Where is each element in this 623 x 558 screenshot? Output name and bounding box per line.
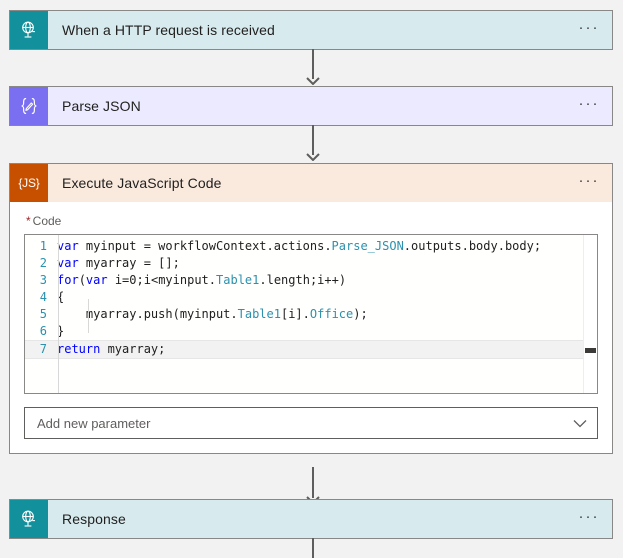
javascript-icon: {JS} (10, 164, 48, 202)
code-line: 6} (25, 323, 597, 340)
connector-arrow-4 (304, 538, 322, 558)
code-line: 1 var myinput = workflowContext.actions.P… (25, 238, 597, 255)
card-response[interactable]: Response ··· (9, 499, 613, 539)
card-header[interactable]: Parse JSON ··· (10, 87, 612, 125)
code-editor[interactable]: 1 var myinput = workflowContext.actions.P… (24, 234, 598, 394)
code-line-text: var myinput = workflowContext.actions.Pa… (57, 239, 542, 253)
card-http-trigger[interactable]: When a HTTP request is received ··· (9, 10, 613, 50)
code-line: 4{ (25, 289, 597, 306)
code-line-text: { (57, 290, 65, 304)
code-line-text: myarray.push(myinput.Table1[i].Office); (57, 307, 368, 321)
code-line-text: } (57, 324, 65, 338)
card-header[interactable]: {JS} Execute JavaScript Code ··· (10, 164, 612, 202)
code-line-number: 2 (39, 256, 47, 270)
card-title: Execute JavaScript Code (62, 175, 222, 191)
globe-response-icon (10, 500, 48, 538)
card-title: Parse JSON (62, 98, 141, 114)
code-line-number: 4 (39, 290, 47, 304)
card-execute-javascript-code[interactable]: {JS} Execute JavaScript Code ··· *Code 1… (9, 163, 613, 454)
add-new-parameter-label: Add new parameter (37, 415, 151, 431)
code-editor-scrollbar[interactable] (583, 235, 597, 393)
code-line: 2 var myarray = []; (25, 255, 597, 272)
code-line-text: var myarray = []; (57, 256, 180, 270)
indent-guide (88, 299, 89, 333)
data-operation-icon (10, 87, 48, 125)
add-new-parameter-dropdown[interactable]: Add new parameter (24, 407, 598, 439)
connector-arrow-2 (304, 125, 322, 162)
code-line-number: 1 (39, 239, 47, 253)
javascript-icon-label: {JS} (18, 176, 40, 190)
card-parse-json[interactable]: Parse JSON ··· (9, 86, 613, 126)
card-title: Response (62, 511, 126, 527)
card-title: When a HTTP request is received (62, 22, 275, 38)
chevron-down-icon (573, 419, 587, 427)
code-line-number: 3 (39, 273, 47, 287)
required-marker: * (26, 214, 31, 228)
code-label-text: Code (32, 214, 62, 228)
globe-request-icon (10, 11, 48, 49)
scrollbar-thumb[interactable] (585, 348, 596, 353)
card-menu-button[interactable]: ··· (578, 94, 600, 112)
code-line-number: 7 (39, 342, 47, 356)
connector-arrow-1 (304, 49, 322, 86)
code-field-label: *Code (26, 214, 598, 228)
card-header[interactable]: When a HTTP request is received ··· (10, 11, 612, 49)
code-line-text: return myarray; (57, 342, 166, 356)
code-line-number: 6 (39, 324, 47, 338)
code-line: 7 return myarray; (25, 340, 597, 359)
javascript-card-body: *Code 1 var myinput = workflowContext.act… (10, 202, 612, 453)
indent-guide (58, 235, 59, 393)
card-menu-button[interactable]: ··· (578, 171, 600, 189)
code-line-list: 1 var myinput = workflowContext.actions.P… (25, 235, 597, 359)
card-menu-button[interactable]: ··· (578, 18, 600, 36)
card-menu-button[interactable]: ··· (578, 507, 600, 525)
code-line-text: for(var i=0;i<myinput.Table1.length;i++) (57, 273, 347, 287)
card-header[interactable]: Response ··· (10, 500, 612, 538)
code-line: 5 myarray.push(myinput.Table1[i].Office)… (25, 306, 597, 323)
code-line-number: 5 (39, 307, 47, 321)
code-line: 3 for(var i=0;i<myinput.Table1.length;i++… (25, 272, 597, 289)
